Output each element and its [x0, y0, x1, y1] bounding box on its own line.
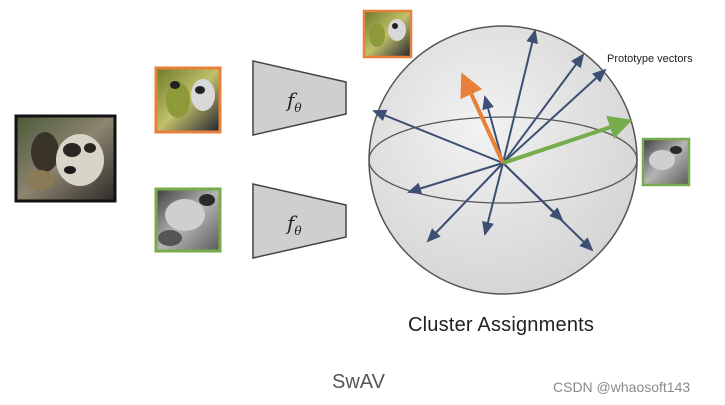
orange-feature-arrow	[460, 72, 505, 164]
prototype-crop-top	[362, 9, 413, 59]
encoder-subscript: θ	[294, 101, 302, 115]
encoder-subscript: θ	[294, 224, 302, 238]
sphere-equator	[368, 116, 638, 204]
prototype-vectors	[372, 29, 607, 252]
encoder-symbol: f	[287, 211, 295, 235]
prototype-arrow	[502, 53, 585, 164]
prototype-arrow	[372, 109, 504, 164]
encoder-top	[252, 60, 347, 136]
cluster-assignments-label: Cluster Assignments	[408, 314, 595, 336]
prototype-crop-right	[641, 137, 691, 187]
original-image	[14, 114, 117, 203]
method-title: SwAV	[332, 371, 385, 393]
green-feature-arrow	[502, 115, 633, 165]
prototype-arrow	[407, 162, 504, 195]
prototype-arrow	[502, 68, 607, 164]
encoder-symbol: f	[287, 88, 295, 112]
prototype-arrow	[482, 162, 504, 236]
prototype-arrow	[426, 162, 504, 243]
augmented-crop-2	[154, 187, 222, 253]
prototype-vectors-label: Prototype vectors	[607, 53, 693, 65]
prototype-arrow	[502, 29, 539, 164]
prototype-arrow	[502, 162, 564, 222]
encoder-label-top: fθ	[287, 88, 302, 115]
encoder-bottom	[252, 183, 347, 259]
augmented-crop-1	[154, 66, 222, 134]
encoder-label-bottom: fθ	[287, 211, 302, 238]
watermark-text: CSDN @whaosoft143	[553, 379, 691, 395]
